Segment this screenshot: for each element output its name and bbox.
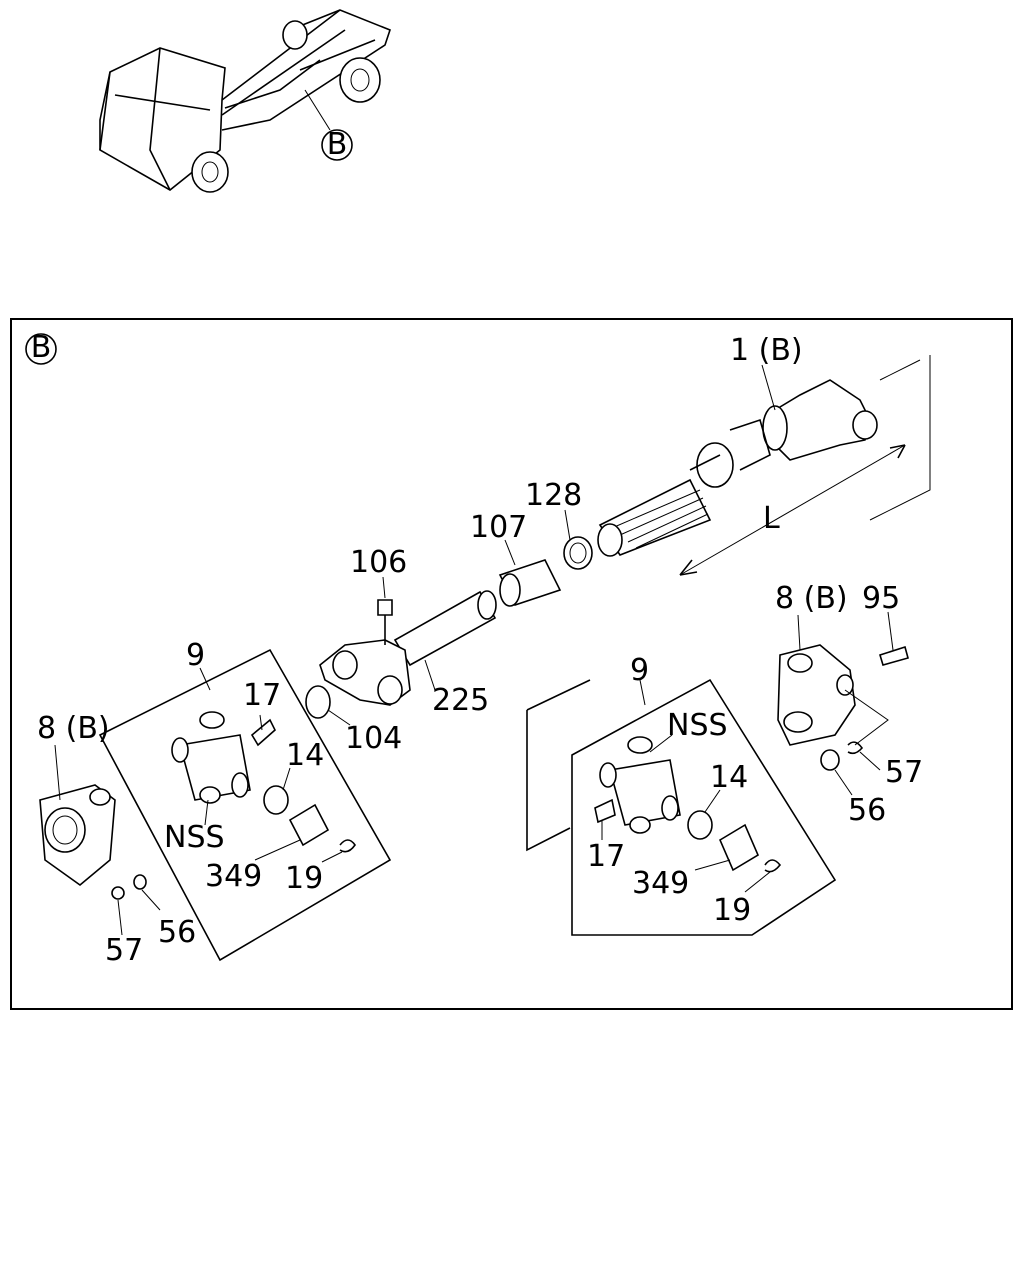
label-14-left: 14 — [286, 738, 324, 773]
label-17-left: 17 — [243, 678, 281, 713]
label-9-right: 9 — [630, 653, 649, 688]
label-19-left: 19 — [285, 861, 323, 896]
label-106: 106 — [350, 545, 407, 580]
label-57-right: 57 — [885, 755, 923, 790]
label-225: 225 — [432, 683, 489, 718]
label-107: 107 — [470, 510, 527, 545]
truck-overview: B — [99, 9, 391, 193]
right-universal-joint-group — [526, 644, 909, 936]
detail-ref-marker: B — [31, 330, 52, 365]
label-17-right: 17 — [587, 839, 625, 874]
part-labels: 1 (B) L 128 107 106 225 104 9 17 14 NSS … — [37, 333, 923, 968]
label-104: 104 — [345, 721, 402, 756]
label-128: 128 — [525, 478, 582, 513]
detail-frame — [10, 318, 1013, 1010]
label-nss-right: NSS — [667, 708, 728, 743]
label-56-right: 56 — [848, 793, 886, 828]
propeller-shaft — [305, 355, 931, 719]
label-349-right: 349 — [632, 866, 689, 901]
label-57-left: 57 — [105, 933, 143, 968]
label-8b-right: 8 (B) — [775, 581, 848, 616]
left-universal-joint-group — [39, 648, 392, 962]
label-9-left: 9 — [186, 638, 205, 673]
label-1b: 1 (B) — [730, 333, 803, 368]
leader-lines — [54, 364, 894, 936]
label-19-right: 19 — [713, 893, 751, 928]
label-56-left: 56 — [158, 915, 196, 950]
label-14-right: 14 — [710, 760, 748, 795]
label-349-left: 349 — [205, 859, 262, 894]
label-95: 95 — [862, 581, 900, 616]
label-8b-left: 8 (B) — [37, 711, 110, 746]
label-nss-left: NSS — [164, 820, 225, 855]
overview-ref-marker: B — [327, 127, 348, 162]
label-l: L — [763, 501, 780, 536]
